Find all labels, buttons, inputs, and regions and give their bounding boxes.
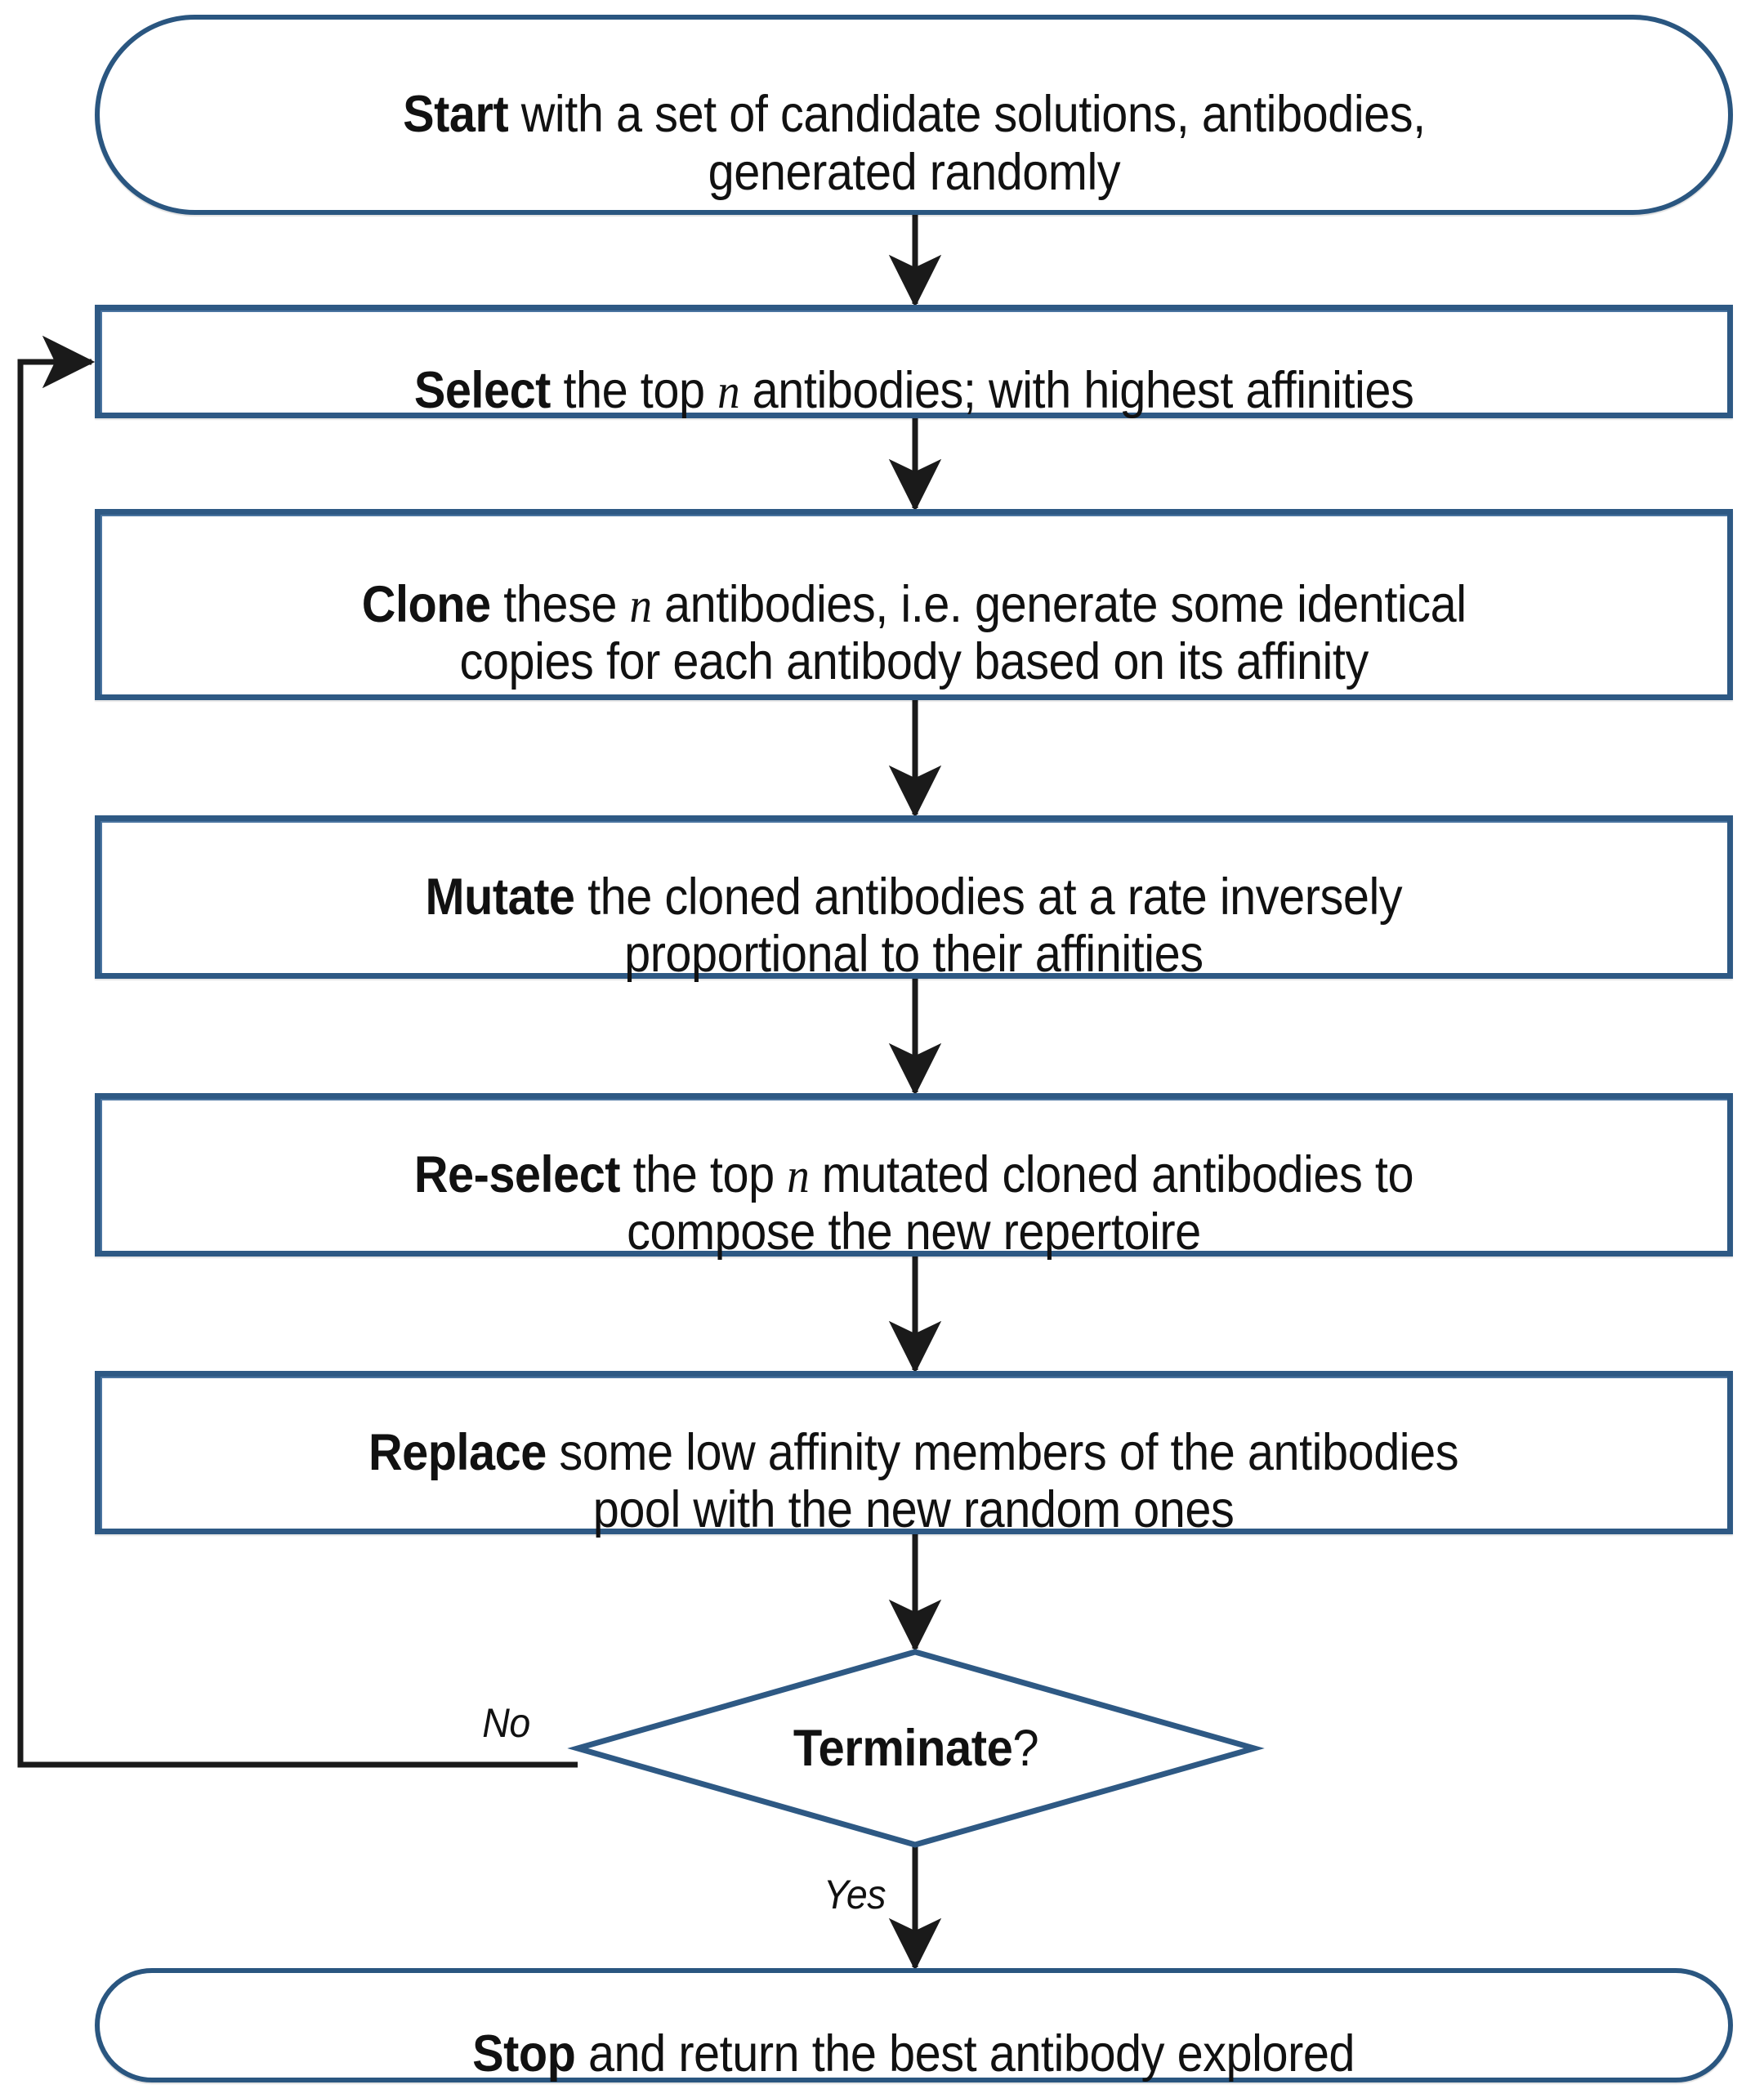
node-reselect-label: Re-select the top n mutated cloned antib… [395, 1088, 1433, 1261]
node-stop[interactable]: Stop and return the best antibody explor… [95, 1968, 1733, 2082]
node-start-bold: Start [402, 86, 509, 144]
node-reselect-variable: n [787, 1148, 810, 1203]
node-replace[interactable]: Replace some low affinity members of the… [95, 1371, 1733, 1538]
node-clone-label: Clone these n antibodies, i.e. generate … [342, 518, 1485, 691]
node-start-label: Start with a set of candidate solutions,… [383, 29, 1445, 202]
edge-label-yes: Yes [823, 1872, 886, 1917]
node-replace-bold: Replace [368, 1423, 547, 1481]
node-select-bold: Select [413, 361, 552, 419]
node-clone-rest-after: antibodies, i.e. generate some identical… [459, 575, 1467, 691]
node-clone-bold: Clone [361, 575, 491, 633]
node-replace-rest: some low affinity members of the antibod… [559, 1423, 1459, 1539]
node-mutate-label: Mutate the cloned antibodies at a rate i… [406, 810, 1422, 984]
node-start-rest: with a set of candidate solutions, antib… [520, 86, 1426, 201]
node-terminate-rest: ? [1012, 1720, 1039, 1777]
node-terminate-label: Terminate? [605, 1652, 1227, 1845]
node-stop-label: Stop and return the best antibody explor… [453, 1967, 1374, 2082]
node-terminate-bold: Terminate [793, 1720, 1013, 1777]
node-mutate[interactable]: Mutate the cloned antibodies at a rate i… [95, 815, 1733, 983]
edge-label-no: No [482, 1700, 530, 1746]
node-clone-rest-before: these [490, 575, 630, 633]
node-reselect-rest-before: the top [620, 1145, 788, 1203]
node-stop-rest: and return the best antibody explored [575, 2025, 1355, 2082]
node-select-rest-after: antibodies; with highest affinities [739, 361, 1414, 419]
node-clone[interactable]: Clone these n antibodies, i.e. generate … [95, 509, 1733, 700]
node-clone-variable: n [629, 578, 652, 632]
node-start[interactable]: Start with a set of candidate solutions,… [95, 15, 1733, 215]
node-mutate-rest: the cloned antibodies at a rate inversel… [587, 868, 1403, 984]
node-reselect-rest-after: mutated cloned antibodies to compose the… [627, 1145, 1414, 1261]
node-terminate[interactable]: Terminate? [578, 1652, 1254, 1845]
node-reselect[interactable]: Re-select the top n mutated cloned antib… [95, 1093, 1733, 1261]
node-reselect-bold: Re-select [413, 1145, 621, 1203]
node-replace-label: Replace some low affinity members of the… [350, 1366, 1479, 1539]
node-select-rest-before: the top [550, 361, 718, 419]
node-stop-bold: Stop [472, 2025, 577, 2082]
node-select-variable: n [717, 364, 740, 418]
node-mutate-bold: Mutate [425, 868, 575, 926]
node-select-label: Select the top n antibodies; with highes… [395, 304, 1433, 419]
node-select[interactable]: Select the top n antibodies; with highes… [95, 304, 1733, 419]
